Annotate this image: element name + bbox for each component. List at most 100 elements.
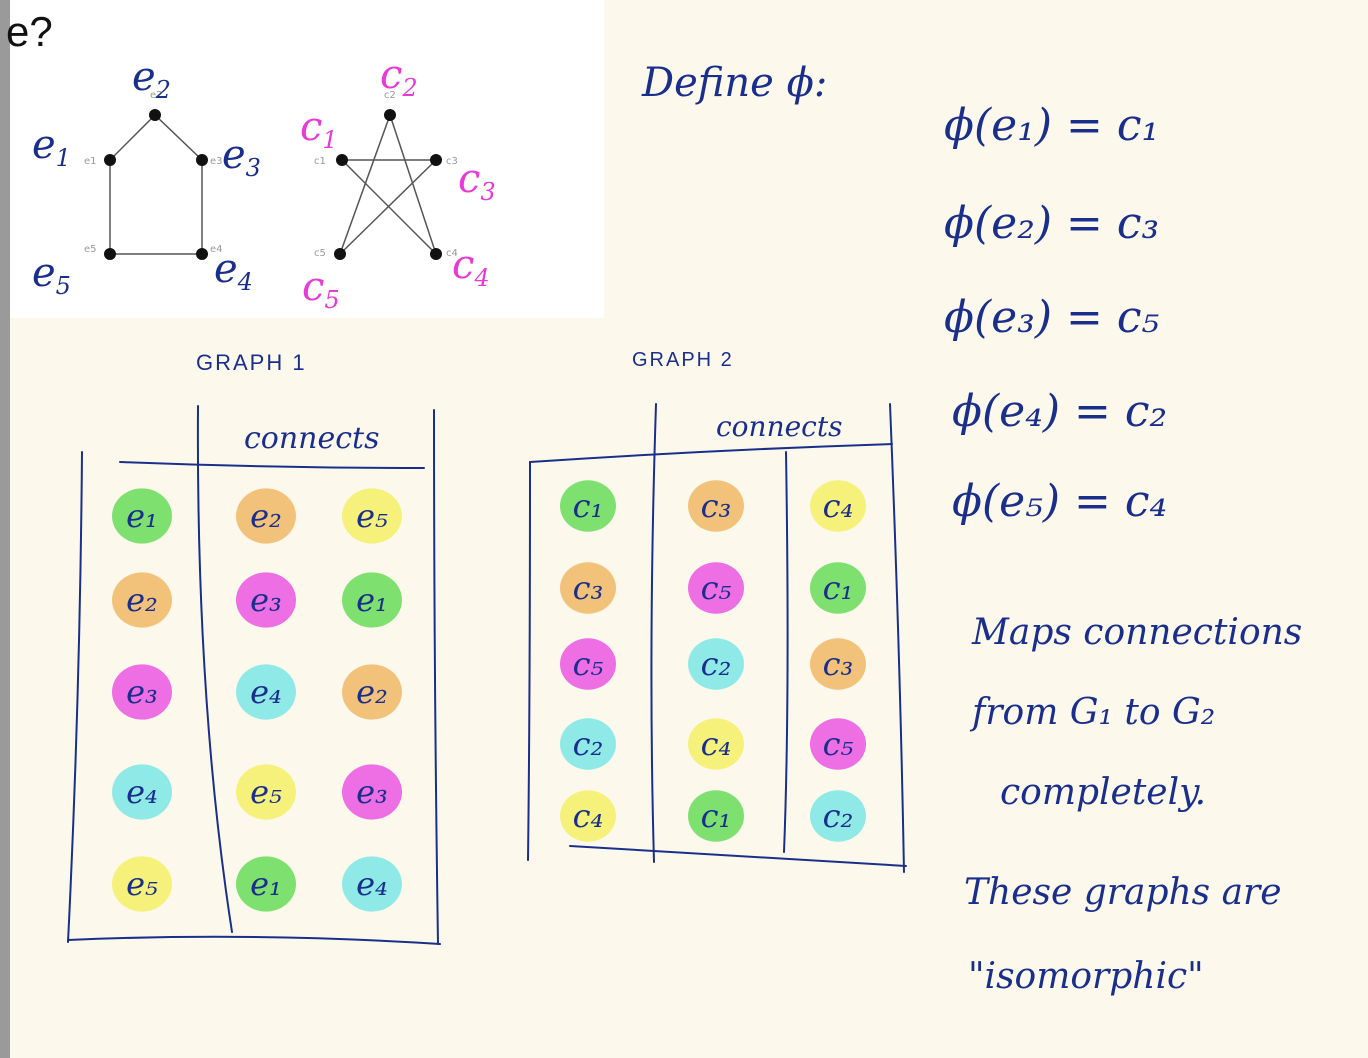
graph2-blob-r3-c1 bbox=[560, 638, 616, 690]
graph2-blob-r1-c1 bbox=[560, 480, 616, 532]
mapping-3: ϕ(e₃) = c₅ bbox=[944, 292, 1159, 343]
graph2-blob-r4-c2 bbox=[688, 718, 744, 770]
hw-label-c5: c5 bbox=[302, 264, 340, 314]
graph1-cell-r2-c1: e₂ bbox=[126, 581, 158, 619]
graph2-blob-r4-c3 bbox=[810, 718, 866, 770]
graph2-blob-r3-c2 bbox=[688, 638, 744, 690]
graph1-node-e1 bbox=[104, 154, 116, 166]
graph1-blob-r3-c1 bbox=[112, 664, 172, 720]
graph1-blob-r2-c2 bbox=[236, 572, 296, 628]
graph1-print-label-e4: e4 bbox=[210, 244, 223, 255]
hw-label-e5: e5 bbox=[32, 250, 71, 300]
graph1-blob-r5-c2 bbox=[236, 856, 296, 912]
graph2-blob-r4-c1 bbox=[560, 718, 616, 770]
graph2-table-lines bbox=[527, 403, 907, 873]
graph2-figure: c2 c1 c3 c5 c4 bbox=[314, 90, 458, 260]
graph1-blob-r1-c2 bbox=[236, 488, 296, 544]
graph1-handwritten-labels: e2 e1 e3 e5 e4 bbox=[32, 54, 261, 300]
graph1-cell-r1-c2: e₂ bbox=[250, 497, 282, 535]
graph1-blob-r4-c1 bbox=[112, 764, 172, 820]
graph2-cell-r2-c2: c₅ bbox=[701, 569, 732, 607]
graph1-print-label-e5: e5 bbox=[84, 244, 97, 255]
graph2-blob-r5-c2 bbox=[688, 790, 744, 842]
graph2-cell-r5-c2: c₁ bbox=[701, 797, 732, 835]
graph1-print-label-e3: e3 bbox=[210, 156, 223, 167]
graph1-blob-r4-c2 bbox=[236, 764, 296, 820]
graph2-cell-r4-c1: c₂ bbox=[573, 725, 604, 763]
graph1-cell-r5-c2: e₁ bbox=[250, 865, 282, 903]
graph1-cell-r4-c3: e₃ bbox=[356, 773, 388, 811]
graph2-blob-r2-c3 bbox=[810, 562, 866, 614]
mapping-2: ϕ(e₂) = c₃ bbox=[944, 198, 1159, 249]
note-line-4: These graphs are bbox=[964, 872, 1282, 913]
graph2-print-label-c4: c4 bbox=[446, 248, 458, 259]
graph1-blob-r5-c1 bbox=[112, 856, 172, 912]
graph2-node-c4 bbox=[430, 248, 442, 260]
graph2-cell-r1-c3: c₄ bbox=[823, 487, 854, 525]
define-title: Define ϕ: bbox=[641, 60, 827, 106]
graph2-print-label-c3: c3 bbox=[446, 156, 458, 167]
graph1-blob-r4-c3 bbox=[342, 764, 402, 820]
hw-label-c1: c1 bbox=[300, 104, 338, 154]
graph1-figure: e2 e1 e3 e5 e4 bbox=[84, 90, 223, 260]
graph2-cell-r5-c1: c₄ bbox=[573, 797, 604, 835]
graph2-print-label-c5: c5 bbox=[314, 248, 326, 259]
graph2-blob-r3-c3 bbox=[810, 638, 866, 690]
graph2-node-c3 bbox=[430, 154, 442, 166]
graph1-cell-r5-c1: e₅ bbox=[126, 865, 158, 903]
graph2-blob-r1-c2 bbox=[688, 480, 744, 532]
graph2-cell-r2-c3: c₁ bbox=[823, 569, 854, 607]
graph1-blob-r1-c1 bbox=[112, 488, 172, 544]
graph1-cell-r2-c3: e₁ bbox=[356, 581, 388, 619]
graph1-node-e3 bbox=[196, 154, 208, 166]
hw-label-c3: c3 bbox=[458, 156, 496, 206]
graph1-blob-r1-c3 bbox=[342, 488, 402, 544]
graph2-table-title: GRAPH 2 bbox=[632, 349, 734, 371]
graph2-cell-r5-c3: c₂ bbox=[823, 797, 854, 835]
header-fragment: e? bbox=[6, 8, 53, 55]
graph2-cell-r1-c2: c₃ bbox=[701, 487, 732, 525]
graph1-blob-r2-c3 bbox=[342, 572, 402, 628]
graph1-cell-r2-c2: e₃ bbox=[250, 581, 282, 619]
graph1-node-e5 bbox=[104, 248, 116, 260]
mapping-1: ϕ(e₁) = c₁ bbox=[944, 100, 1159, 151]
graph2-print-label-c1: c1 bbox=[314, 156, 326, 167]
graph1-blob-r3-c3 bbox=[342, 664, 402, 720]
graph1-table-header: connects bbox=[244, 421, 380, 456]
graph2-cell-r3-c1: c₅ bbox=[573, 645, 604, 683]
note-line-3: completely. bbox=[1000, 772, 1206, 813]
graph2-handwritten-labels: c2 c1 c3 c5 c4 bbox=[300, 52, 496, 314]
graph2-cell-r1-c1: c₁ bbox=[573, 487, 604, 525]
window-edge bbox=[0, 0, 10, 1058]
graph1-cell-r3-c2: e₄ bbox=[250, 673, 282, 711]
hw-label-c4: c4 bbox=[452, 242, 490, 292]
graph1-cell-r4-c2: e₅ bbox=[250, 773, 282, 811]
note-line-1: Maps connections bbox=[971, 612, 1302, 653]
graph1-table-lines bbox=[67, 405, 441, 945]
graph2-print-label-c2: c2 bbox=[384, 90, 396, 101]
note-line-2: from G₁ to G₂ bbox=[969, 692, 1215, 733]
hw-label-c2: c2 bbox=[380, 52, 418, 102]
mapping-5: ϕ(e₅) = c₄ bbox=[952, 476, 1167, 527]
graph2-node-c2 bbox=[384, 109, 396, 121]
graph2-node-c1 bbox=[336, 154, 348, 166]
graph2-node-c5 bbox=[334, 248, 346, 260]
graph2-cell-r2-c1: c₃ bbox=[573, 569, 604, 607]
graph1-cell-r3-c1: e₃ bbox=[126, 673, 158, 711]
graph2-cell-r4-c3: c₅ bbox=[823, 725, 854, 763]
graph1-cell-r1-c1: e₁ bbox=[126, 497, 158, 535]
graph2-blob-r2-c2 bbox=[688, 562, 744, 614]
graph1-print-label-e2: e2 bbox=[150, 90, 163, 101]
notes-block: Maps connections from G₁ to G₂ completel… bbox=[964, 612, 1302, 997]
hw-label-e3: e3 bbox=[222, 132, 261, 182]
graph1-cell-r1-c3: e₅ bbox=[356, 497, 388, 535]
hw-label-e1: e1 bbox=[32, 122, 71, 172]
graph2-cell-r4-c2: c₄ bbox=[701, 725, 732, 763]
graph1-blob-r3-c2 bbox=[236, 664, 296, 720]
mapping-4: ϕ(e₄) = c₂ bbox=[952, 386, 1167, 437]
graph1-print-label-e1: e1 bbox=[84, 156, 97, 167]
mapping-list: ϕ(e₁) = c₁ ϕ(e₂) = c₃ ϕ(e₃) = c₅ ϕ(e₄) =… bbox=[944, 100, 1167, 527]
graph2-blob-r1-c3 bbox=[810, 480, 866, 532]
